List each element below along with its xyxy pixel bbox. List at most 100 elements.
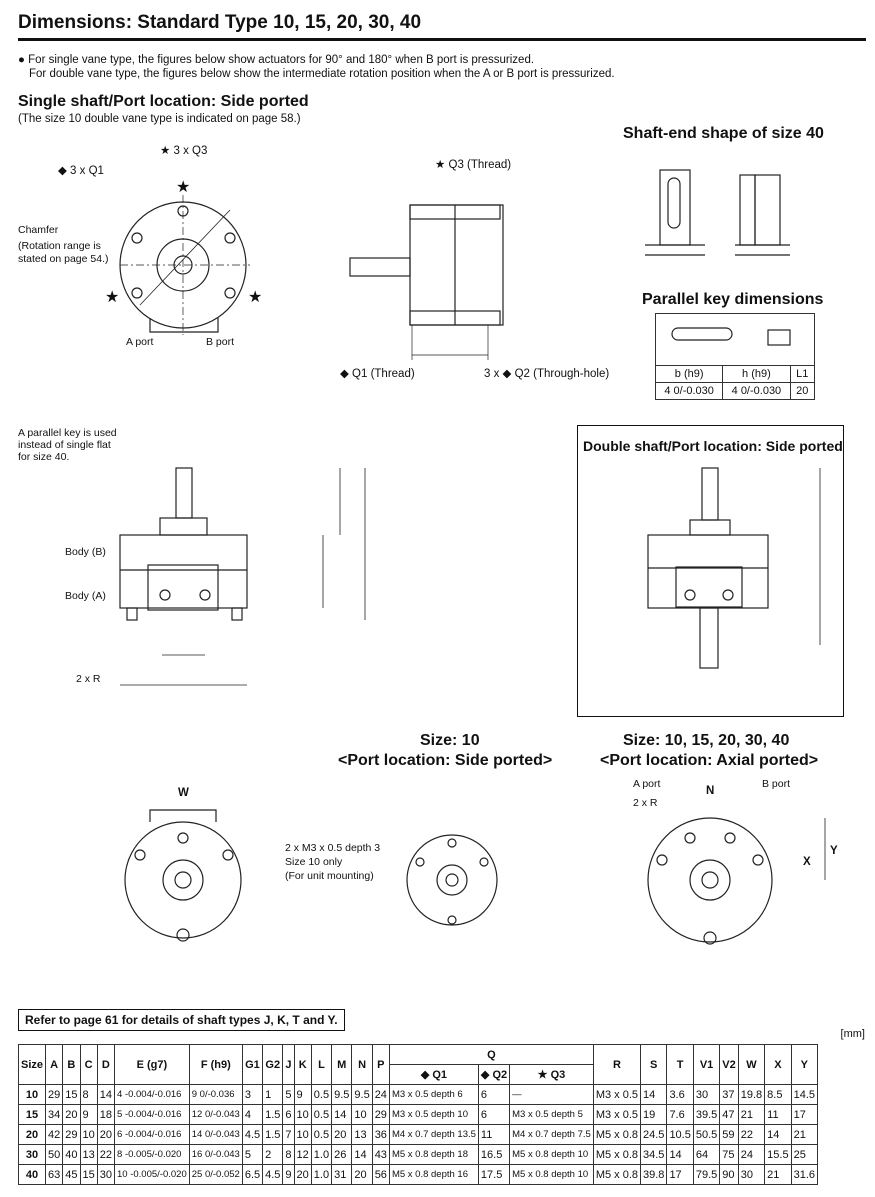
double-shaft-drawing bbox=[647, 467, 821, 669]
single-shaft-heading: Single shaft/Port location: Side ported bbox=[18, 93, 309, 110]
table-cell: 11 bbox=[477, 1124, 511, 1145]
pk-value-h: 4 0/-0.030 bbox=[722, 382, 791, 400]
table-cell: 21 bbox=[790, 1124, 819, 1145]
table-cell: 8 bbox=[282, 1144, 295, 1165]
table-cell: 20 bbox=[96, 1124, 116, 1145]
table-header-d: D bbox=[96, 1044, 116, 1085]
parallel-key-table: b (h9) h (h9) L1 4 0/-0.030 4 0/-0.030 2… bbox=[654, 313, 816, 400]
table-cell: 24 bbox=[737, 1144, 766, 1165]
table-cell: 26 bbox=[331, 1144, 353, 1165]
table-cell: 8 -0.005/-0.020 bbox=[114, 1144, 190, 1165]
table-cell: 30 bbox=[737, 1164, 766, 1185]
table-cell: 0.5 bbox=[310, 1084, 333, 1105]
table-cell: 25 0/-0.052 bbox=[188, 1164, 243, 1185]
table-cell: 9 0/-0.036 bbox=[188, 1084, 243, 1105]
table-cell: 14 bbox=[764, 1124, 792, 1145]
table-cell: 40 bbox=[62, 1144, 81, 1165]
table-cell: 0.5 bbox=[310, 1124, 333, 1145]
label-a-port: A port bbox=[126, 336, 154, 348]
table-cell: 31.6 bbox=[790, 1164, 819, 1185]
table-header-s: S bbox=[640, 1044, 668, 1085]
table-header-t: T bbox=[666, 1044, 694, 1085]
table-header-p: P bbox=[371, 1044, 390, 1085]
table-cell: 75 bbox=[719, 1144, 739, 1165]
table-cell-size: 20 bbox=[17, 1124, 47, 1145]
table-header-v2: V2 bbox=[719, 1044, 739, 1085]
table-cell: M3 x 0.5 depth 10 bbox=[388, 1104, 479, 1125]
pk-value-b: 4 0/-0.030 bbox=[654, 382, 724, 400]
title-rule bbox=[18, 38, 866, 41]
table-cell: 5 bbox=[241, 1144, 264, 1165]
axial-heading-1: Size: 10, 15, 20, 30, 40 bbox=[623, 732, 790, 749]
label-m3-3: (For unit mounting) bbox=[285, 870, 374, 882]
table-subheader-q: ◆ Q1 bbox=[388, 1064, 479, 1085]
table-cell: M3 x 0.5 bbox=[592, 1104, 642, 1125]
table-cell: 6 bbox=[477, 1084, 511, 1105]
table-cell: 1.5 bbox=[262, 1104, 284, 1125]
table-cell: 22 bbox=[737, 1124, 766, 1145]
table-cell: 9 bbox=[79, 1104, 98, 1125]
label-body-b: Body (B) bbox=[65, 546, 106, 558]
label-q1-thread: ◆ Q1 (Thread) bbox=[340, 368, 415, 380]
table-header-y: Y bbox=[790, 1044, 819, 1085]
table-cell: 34.5 bbox=[640, 1144, 668, 1165]
table-cell: 14 bbox=[666, 1144, 694, 1165]
table-cell: 14.5 bbox=[790, 1084, 819, 1105]
table-cell: 10.5 bbox=[666, 1124, 694, 1145]
table-cell: 9 bbox=[282, 1164, 295, 1185]
table-cell: 36 bbox=[371, 1124, 390, 1145]
table-cell: 16.5 bbox=[477, 1144, 511, 1165]
table-cell: M5 x 0.8 depth 10 bbox=[509, 1164, 594, 1185]
note-2: For double vane type, the figures below … bbox=[29, 68, 615, 80]
table-cell: 7 bbox=[282, 1124, 295, 1145]
label-q3: ★ 3 x Q3 bbox=[160, 145, 208, 157]
pk-value-l1: 20 bbox=[789, 382, 816, 400]
table-cell: 29 bbox=[45, 1084, 64, 1105]
table-cell: 6 -0.004/-0.016 bbox=[114, 1124, 190, 1145]
table-cell: 8.5 bbox=[764, 1084, 792, 1105]
table-header-j: J bbox=[282, 1044, 295, 1085]
table-cell: 4.5 bbox=[241, 1124, 264, 1145]
table-cell: 1.5 bbox=[262, 1124, 284, 1145]
table-cell: 39.8 bbox=[640, 1164, 668, 1185]
table-cell: 79.5 bbox=[692, 1164, 721, 1185]
table-cell: 12 bbox=[293, 1144, 312, 1165]
label-parallel-note-2: instead of single flat bbox=[18, 439, 111, 451]
table-cell: 56 bbox=[371, 1164, 390, 1185]
table-cell: 20 bbox=[62, 1104, 81, 1125]
table-cell: 17 bbox=[666, 1164, 694, 1185]
double-shaft-heading: Double shaft/Port location: Side ported bbox=[583, 438, 843, 454]
table-cell: 47 bbox=[719, 1104, 739, 1125]
table-header-f-h9-: F (h9) bbox=[188, 1044, 243, 1085]
table-header-e-g7-: E (g7) bbox=[114, 1044, 190, 1085]
label-chamfer: Chamfer bbox=[18, 224, 59, 236]
table-header-m: M bbox=[331, 1044, 353, 1085]
table-note: Refer to page 61 for details of shaft ty… bbox=[18, 1009, 345, 1031]
table-header-v1: V1 bbox=[692, 1044, 721, 1085]
table-cell: 14 bbox=[351, 1144, 373, 1165]
label-parallel-note-1: A parallel key is used bbox=[18, 427, 117, 439]
table-cell: M3 x 0.5 depth 5 bbox=[509, 1104, 594, 1125]
table-cell: M4 x 0.7 depth 13.5 bbox=[388, 1124, 479, 1145]
table-cell: 7.6 bbox=[666, 1104, 694, 1125]
note-1: For single vane type, the figures below … bbox=[28, 54, 535, 66]
table-cell: 4 bbox=[241, 1104, 264, 1125]
table-cell: 17 bbox=[790, 1104, 819, 1125]
table-cell: 29 bbox=[62, 1124, 81, 1145]
table-cell: 14 bbox=[640, 1084, 668, 1105]
table-cell: 37 bbox=[719, 1084, 739, 1105]
table-cell: M3 x 0.5 bbox=[592, 1084, 642, 1105]
label-m3-2: Size 10 only bbox=[285, 856, 343, 868]
table-cell: 34 bbox=[45, 1104, 64, 1125]
table-header-size: Size bbox=[17, 1044, 47, 1085]
table-header-l: L bbox=[310, 1044, 333, 1085]
table-cell: 13 bbox=[351, 1124, 373, 1145]
table-cell: 14 bbox=[96, 1084, 116, 1105]
table-subheader-q: ◆ Q2 bbox=[477, 1064, 511, 1085]
label-axial-a-port: A port bbox=[633, 778, 661, 790]
table-cell: 50.5 bbox=[692, 1124, 721, 1145]
table-cell: 1.0 bbox=[310, 1144, 333, 1165]
